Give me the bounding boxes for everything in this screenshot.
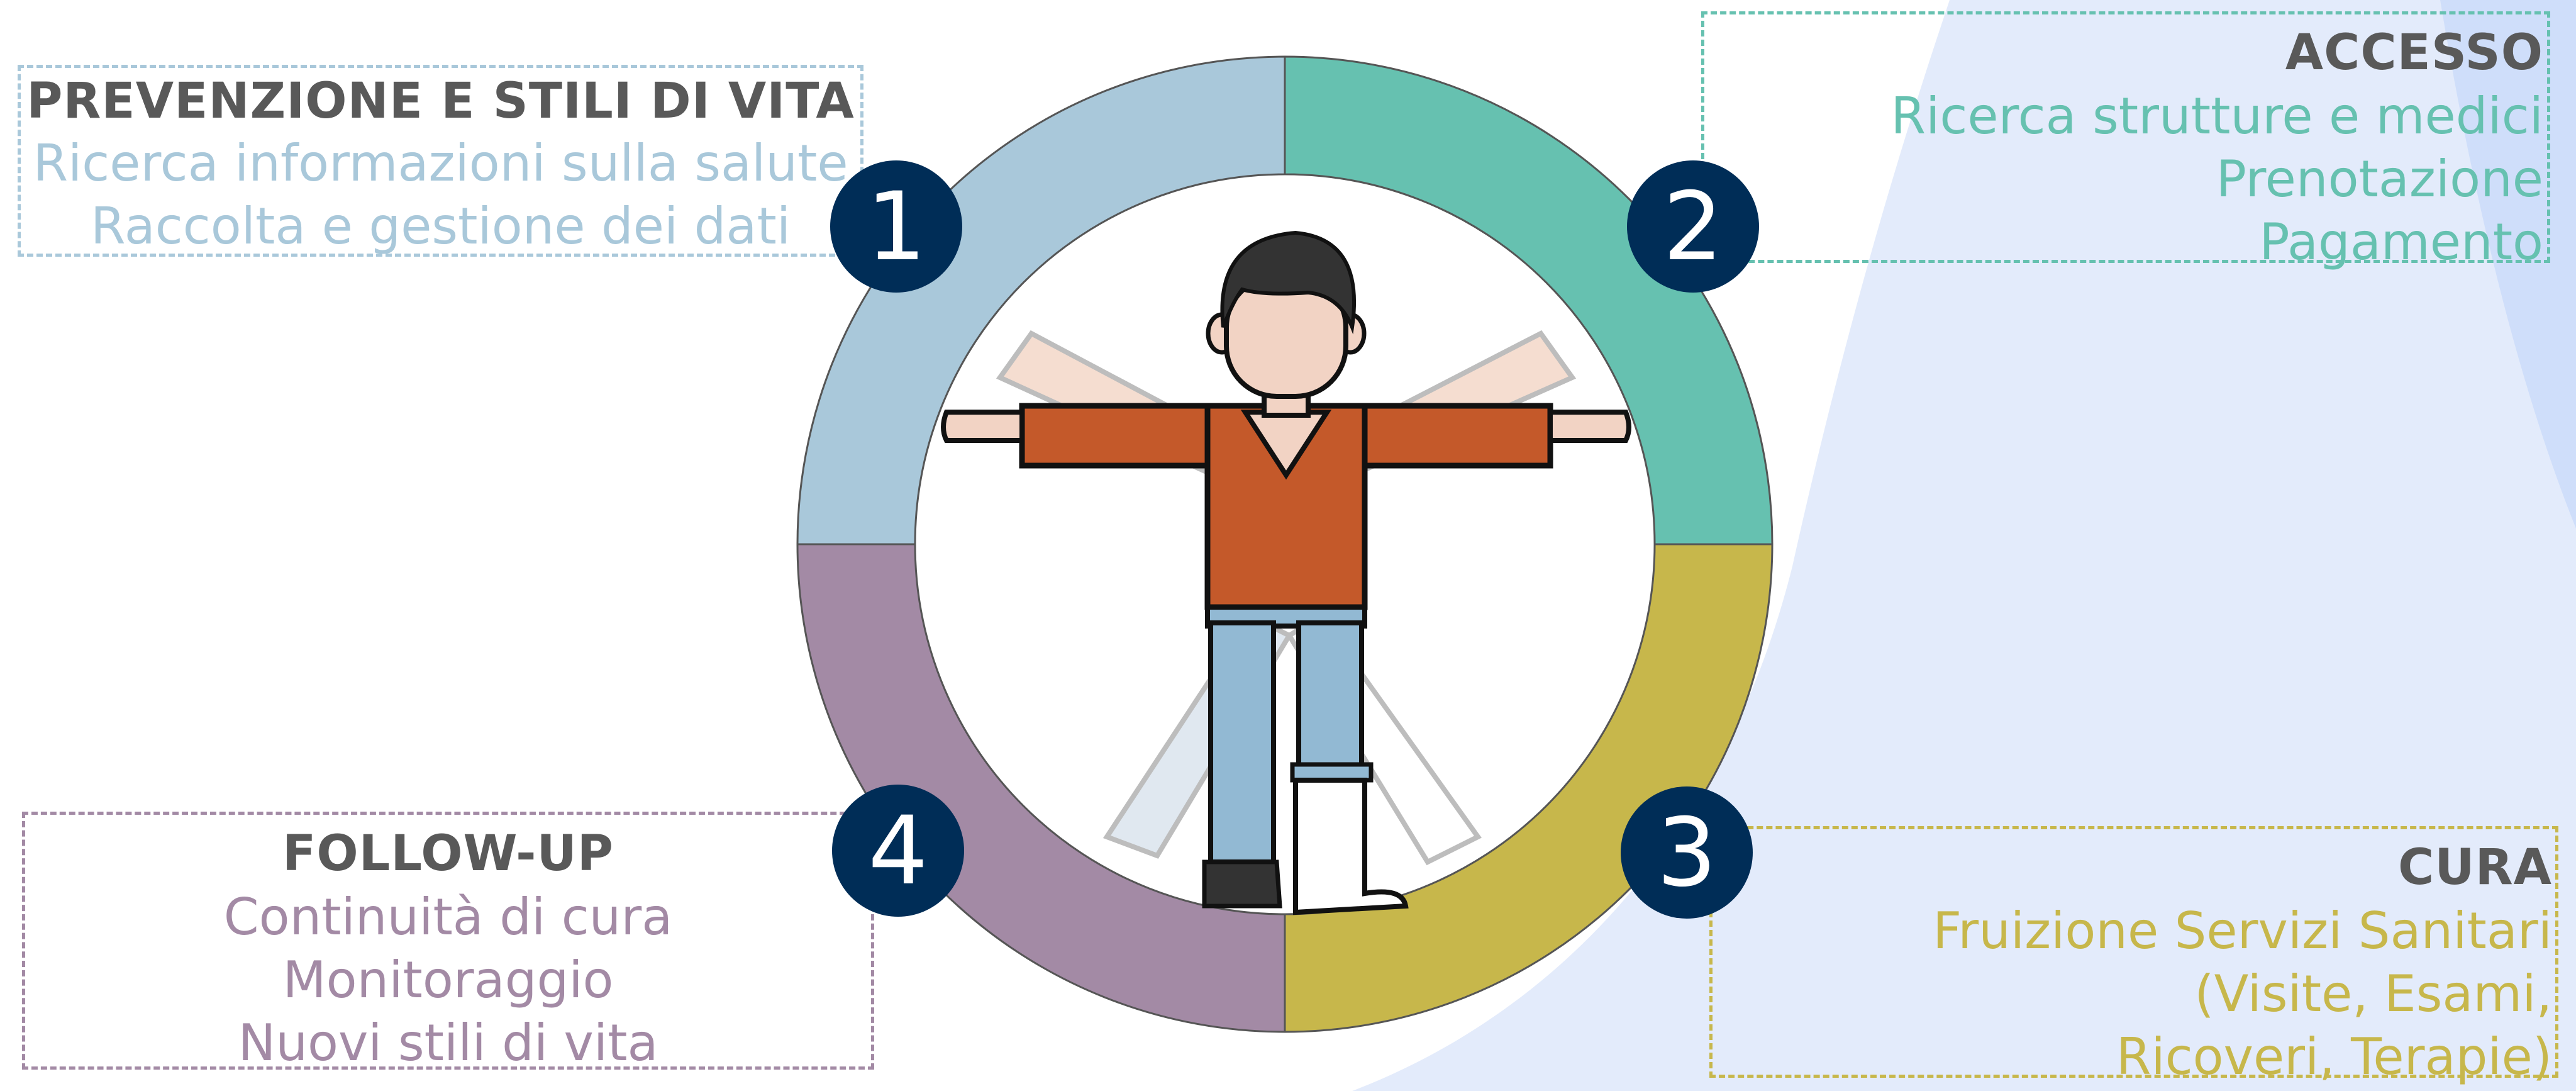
stage-2-title: ACCESSO (2285, 25, 2543, 81)
stage-2-text: ACCESSO Ricerca strutture e medici Preno… (1663, 28, 2543, 267)
badge-2-number: 2 (1663, 172, 1723, 282)
stage-2-item: Prenotazione (2216, 150, 2543, 208)
stage-2-item: Ricerca strutture e medici (1890, 87, 2543, 145)
stage-4-title: FOLLOW-UP (282, 825, 614, 882)
stage-3-item: (Visite, Esami, (2194, 965, 2552, 1023)
badge-2: 2 (1627, 160, 1759, 293)
stage-2-box (1701, 11, 2550, 263)
stage-1-title: PREVENZIONE E STILI DI VITA (26, 73, 855, 130)
stage-4-item: Continuità di cura (223, 888, 673, 946)
stage-3-title: CURA (2397, 839, 2552, 896)
stage-1-text: PREVENZIONE E STILI DI VITA Ricerca info… (18, 77, 863, 252)
stage-2-item: Pagamento (2259, 213, 2543, 271)
badge-1-number: 1 (866, 172, 926, 282)
stage-1-box (18, 65, 863, 257)
stage-3-text: CURA Fruizione Servizi Sanitari (Visite,… (1672, 843, 2552, 1082)
person-with-cast-icon (941, 230, 1631, 915)
ring-segment-1 (796, 55, 1286, 546)
stage-4-text: FOLLOW-UP Continuità di cura Monitoraggi… (22, 829, 874, 1068)
ring-segment-2 (1284, 55, 1774, 546)
stage-3-item: Ricoveri, Terapie) (2116, 1027, 2552, 1086)
badge-1: 1 (830, 160, 962, 293)
badge-3-number: 3 (1657, 798, 1716, 908)
badge-4-number: 4 (868, 797, 928, 906)
stage-4-item: Monitoraggio (282, 951, 614, 1009)
badge-3: 3 (1621, 786, 1753, 919)
stage-3-box (1709, 826, 2558, 1078)
stage-4-item: Nuovi stili di vita (238, 1014, 658, 1072)
stage-1-item: Ricerca informazioni sulla salute (33, 134, 848, 193)
stage-4-box (22, 812, 874, 1070)
stage-3-item: Fruizione Servizi Sanitari (1933, 902, 2552, 960)
stage-1-item: Raccolta e gestione dei dati (90, 197, 791, 255)
ring-segment-4 (796, 543, 1286, 1033)
ring-segment-3 (1284, 543, 1774, 1033)
badge-4: 4 (832, 785, 964, 917)
